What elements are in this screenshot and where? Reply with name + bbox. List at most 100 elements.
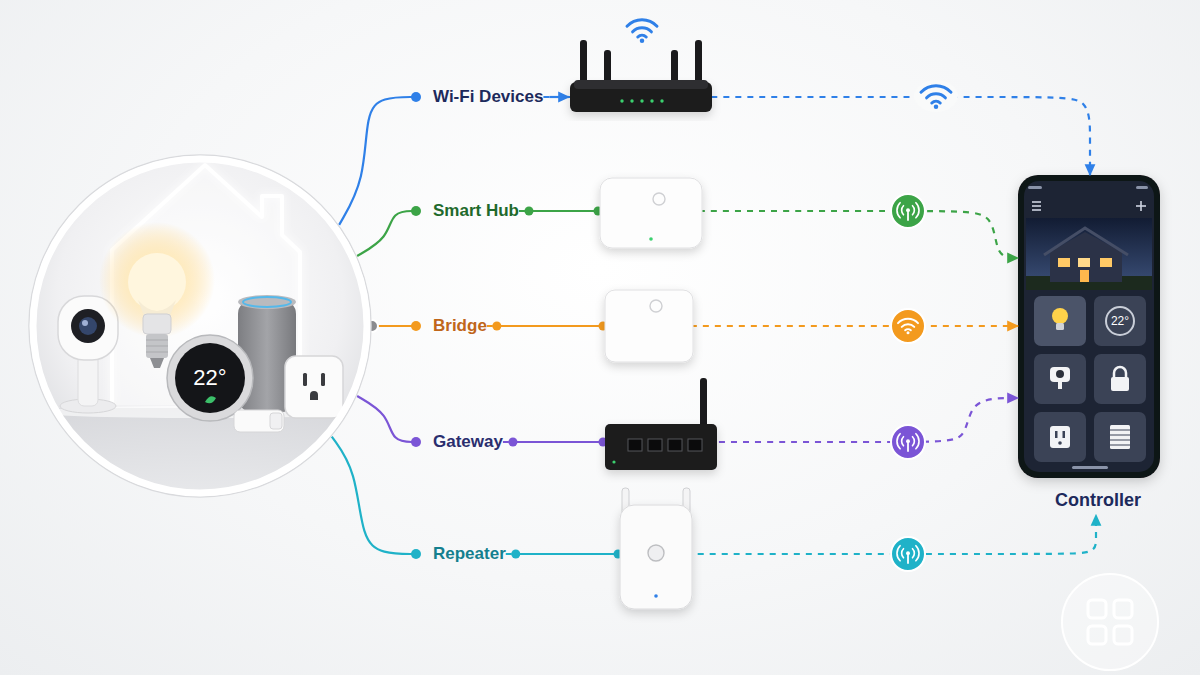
smart-bulb-part xyxy=(143,314,171,334)
app-tiles xyxy=(1034,296,1146,462)
gateway-device-part xyxy=(628,439,642,451)
logo-watermark-part xyxy=(1088,626,1106,644)
menu-icon-part xyxy=(1032,201,1041,203)
shutter-icon xyxy=(1110,425,1130,449)
logo-watermark-part xyxy=(1062,574,1158,670)
house-photo-part xyxy=(1044,228,1128,255)
logo-watermark-part xyxy=(1114,600,1132,618)
device-lead-line xyxy=(529,210,598,212)
menu-icon-part xyxy=(1032,209,1041,211)
wireless-link xyxy=(519,211,1018,258)
logo-watermark xyxy=(1062,574,1158,670)
connector-end-dot xyxy=(411,437,421,447)
connection-line xyxy=(332,437,416,554)
app-tiles-part xyxy=(1034,296,1086,346)
outlet-icon-part xyxy=(1063,431,1066,438)
bridge-device xyxy=(605,290,693,362)
connection-type-label: Repeater xyxy=(416,542,506,566)
house-photo-part xyxy=(1050,232,1122,282)
device-lead-line xyxy=(516,553,618,555)
home-devices-illustration xyxy=(28,156,372,518)
door-sensor xyxy=(234,410,284,432)
wifi-router-part xyxy=(630,99,633,102)
connector-end-dot xyxy=(411,92,421,102)
camera-icon-part xyxy=(1056,370,1064,378)
gateway-device-part xyxy=(668,439,682,451)
app-tiles-part xyxy=(1094,412,1146,462)
connector-end-dot xyxy=(511,550,520,559)
house-photo-part xyxy=(1026,218,1152,290)
security-camera-part xyxy=(79,317,97,335)
smart-speaker-part xyxy=(238,295,296,309)
gateway-device-part xyxy=(688,439,702,451)
controller-caption: Controller xyxy=(1018,488,1178,512)
smart-home-circle: 22° xyxy=(28,154,372,498)
thermostat-part xyxy=(167,335,253,421)
smart-hub-device-part xyxy=(600,178,702,248)
circle-outline-rim xyxy=(33,159,367,493)
smart-hub-device-part xyxy=(653,193,665,205)
label-text: Repeater xyxy=(433,542,506,566)
connection-line xyxy=(357,211,416,256)
smart-bulb-part xyxy=(99,222,215,338)
connection-type-label: Smart Hub xyxy=(416,199,519,223)
signal-icons xyxy=(891,80,958,571)
connector-end-dot xyxy=(492,322,501,331)
repeater-device-part xyxy=(648,545,664,561)
signal-icons-part xyxy=(897,203,919,220)
bulb-icon-part xyxy=(1056,323,1064,330)
junction-dot xyxy=(366,320,378,332)
app-tiles-part xyxy=(1034,354,1086,404)
camera-icon-part xyxy=(1058,382,1062,389)
wifi-router-part xyxy=(650,99,653,102)
shutter-icon-part xyxy=(1110,445,1130,446)
smart-bulb-part xyxy=(146,346,168,347)
logo-watermark-part xyxy=(1088,600,1106,618)
circle-outline-edge xyxy=(29,155,371,497)
door-sensor-part xyxy=(270,413,282,429)
lock-icon-part xyxy=(1114,367,1126,378)
signal-icons-part xyxy=(897,434,919,451)
thermostat-reading: 22° xyxy=(180,364,240,392)
connector-dots xyxy=(411,92,623,559)
add-icon-part xyxy=(1140,201,1142,211)
security-camera xyxy=(58,296,118,413)
connector-end-dot xyxy=(524,207,533,216)
connectors xyxy=(332,97,1096,554)
smartphone-controller-part xyxy=(1136,186,1148,189)
house-photo xyxy=(1026,218,1152,290)
smart-plug xyxy=(285,356,343,418)
wireless-link xyxy=(503,398,1018,442)
add-icon xyxy=(1136,201,1146,211)
app-tiles-part xyxy=(1094,354,1146,404)
wifi-router-part xyxy=(627,20,657,43)
smartphone-controller-part xyxy=(1018,175,1160,478)
connector-end-dot xyxy=(411,549,421,559)
gateway-device-part xyxy=(605,424,717,470)
label-text: Bridge xyxy=(433,314,487,338)
shutter-icon-part xyxy=(1110,440,1130,441)
signal-icons-part xyxy=(891,309,925,343)
connector-end-dot xyxy=(411,321,421,331)
label-text: Wi-Fi Devices xyxy=(433,85,543,109)
device-lead-line xyxy=(513,441,603,443)
security-camera-part xyxy=(82,320,88,326)
connection-type-label: Bridge xyxy=(416,314,487,338)
thermostat-icon-ring xyxy=(1106,307,1134,335)
wireless-link xyxy=(487,325,1018,327)
connection-type-label: Wi-Fi Devices xyxy=(416,85,543,109)
bridge-device-part xyxy=(650,300,662,312)
smart-plug-part xyxy=(285,356,343,418)
smart-plug-part xyxy=(321,373,325,386)
device-lead-line xyxy=(549,96,569,98)
connection-line xyxy=(357,396,416,442)
wifi-router-part xyxy=(574,80,708,89)
smartphone-controller-part xyxy=(1024,181,1154,472)
menu-icon xyxy=(1032,202,1041,210)
shutter-icon-part xyxy=(1110,425,1130,449)
smart-bulb-part xyxy=(146,334,168,358)
gateway-device xyxy=(605,378,717,470)
smartphone-controller-part xyxy=(1072,466,1108,469)
bulb-icon xyxy=(1052,308,1068,330)
